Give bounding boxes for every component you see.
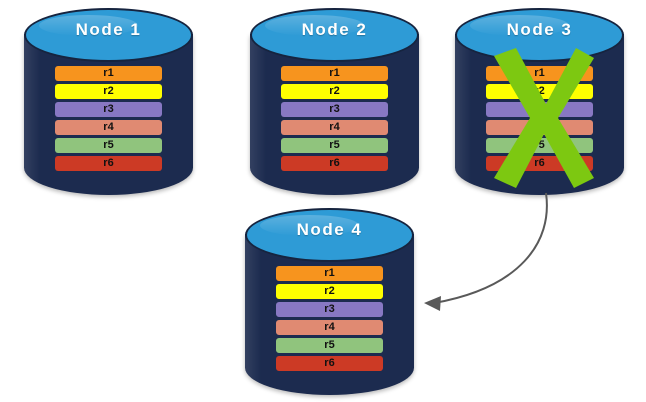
record-row[interactable]: r3 bbox=[55, 102, 162, 117]
cylinder-highlight bbox=[455, 34, 471, 195]
record-row[interactable]: r1 bbox=[55, 66, 162, 81]
record-row[interactable]: r1 bbox=[276, 266, 383, 281]
node-3[interactable]: Node 3 r1 r2 r3 r4 r5 r6 bbox=[455, 8, 624, 195]
record-row[interactable]: r6 bbox=[276, 356, 383, 371]
record-row[interactable]: r2 bbox=[486, 84, 593, 99]
cylinder-highlight bbox=[245, 234, 261, 395]
record-row[interactable]: r4 bbox=[55, 120, 162, 135]
record-list: r1 r2 r3 r4 r5 r6 bbox=[250, 66, 419, 174]
record-row[interactable]: r5 bbox=[276, 338, 383, 353]
record-row[interactable]: r6 bbox=[281, 156, 388, 171]
record-list: r1 r2 r3 r4 r5 r6 bbox=[245, 266, 414, 374]
node-title: Node 1 bbox=[75, 20, 142, 39]
record-row[interactable]: r2 bbox=[281, 84, 388, 99]
arrow-head-icon bbox=[424, 296, 441, 311]
record-row[interactable]: r4 bbox=[276, 320, 383, 335]
record-row[interactable]: r4 bbox=[281, 120, 388, 135]
record-row[interactable]: r5 bbox=[55, 138, 162, 153]
cylinder-highlight bbox=[250, 34, 266, 195]
record-row[interactable]: r2 bbox=[276, 284, 383, 299]
record-row[interactable]: r3 bbox=[281, 102, 388, 117]
cylinder-highlight bbox=[24, 34, 40, 195]
node-2[interactable]: Node 2 r1 r2 r3 r4 r5 r6 bbox=[250, 8, 419, 195]
record-row[interactable]: r3 bbox=[486, 102, 593, 117]
record-row[interactable]: r5 bbox=[486, 138, 593, 153]
record-row[interactable]: r5 bbox=[281, 138, 388, 153]
record-row[interactable]: r3 bbox=[276, 302, 383, 317]
record-list: r1 r2 r3 r4 r5 r6 bbox=[24, 66, 193, 174]
record-row[interactable]: r2 bbox=[55, 84, 162, 99]
node-title: Node 2 bbox=[301, 20, 368, 39]
node-title: Node 3 bbox=[506, 20, 573, 39]
record-row[interactable]: r1 bbox=[486, 66, 593, 81]
record-row[interactable]: r6 bbox=[486, 156, 593, 171]
record-list: r1 r2 r3 r4 r5 r6 bbox=[455, 66, 624, 174]
node-4[interactable]: Node 4 r1 r2 r3 r4 r5 r6 bbox=[245, 208, 414, 395]
node-title: Node 4 bbox=[296, 220, 363, 239]
record-row[interactable]: r4 bbox=[486, 120, 593, 135]
node-1[interactable]: Node 1 r1 r2 r3 r4 r5 r6 bbox=[24, 8, 193, 195]
record-row[interactable]: r1 bbox=[281, 66, 388, 81]
record-row[interactable]: r6 bbox=[55, 156, 162, 171]
